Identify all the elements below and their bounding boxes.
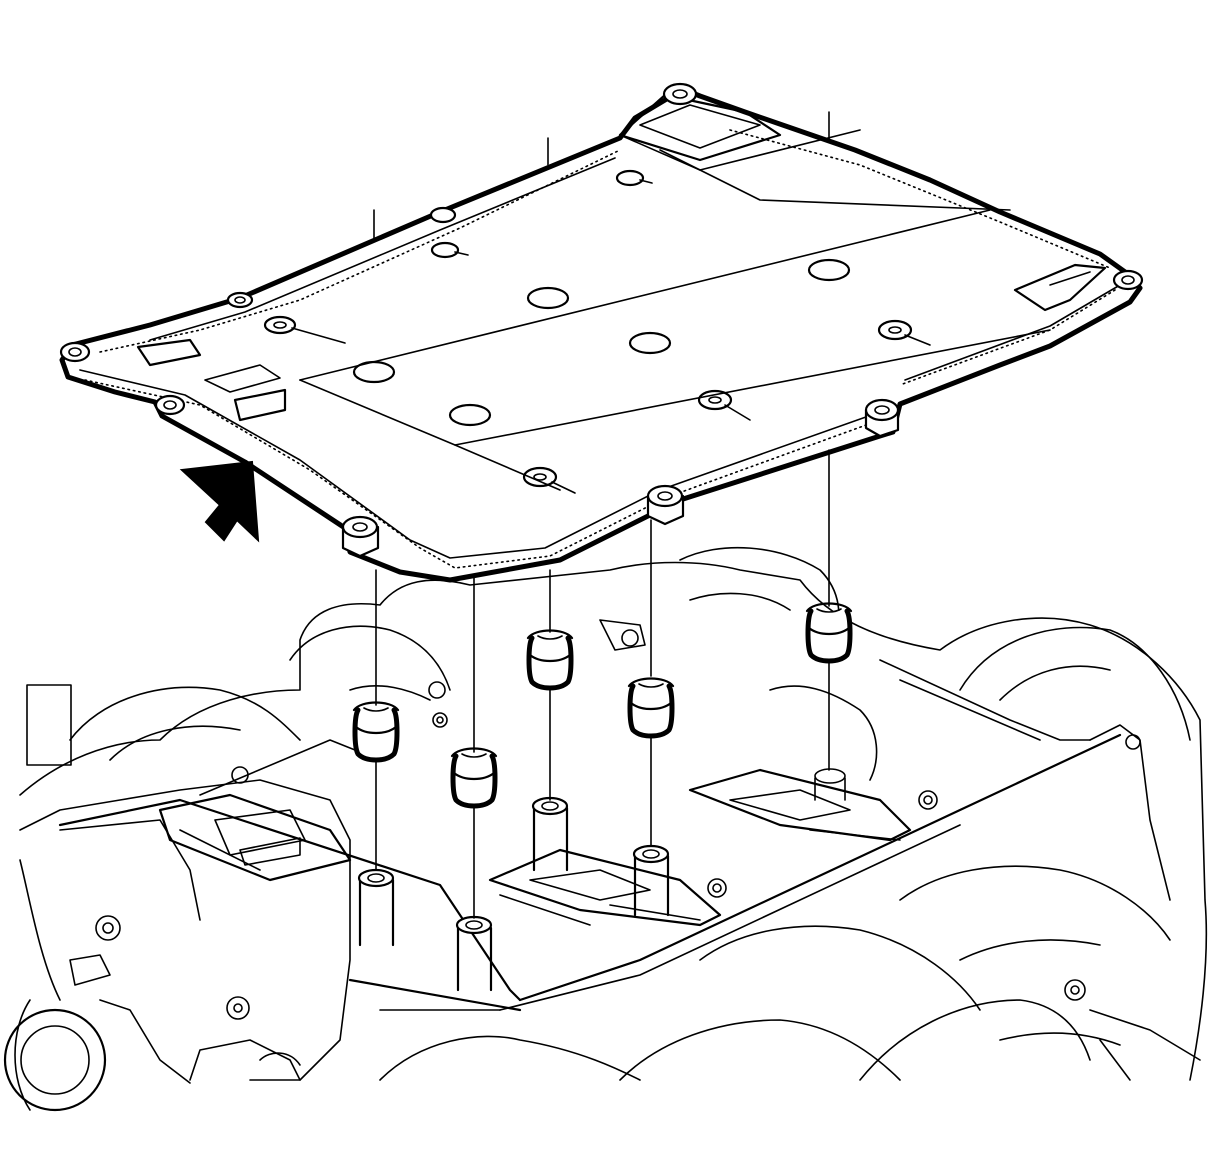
keyhole-slot-2 <box>430 241 469 259</box>
cover-bolt-lug-6 <box>1112 269 1144 291</box>
coil-pack-center <box>488 848 722 927</box>
cover <box>59 82 1144 583</box>
direction-arrow <box>179 460 260 543</box>
keyhole-slot-6 <box>522 466 576 494</box>
keyhole-slot-1 <box>263 315 346 344</box>
bolt-grommet-2 <box>450 747 498 809</box>
keyhole-slot-4 <box>877 319 931 346</box>
bolt-grommet-1 <box>352 701 400 763</box>
cover-bolt-hole-5 <box>807 258 851 282</box>
cover-bolt-lug-2 <box>154 394 186 416</box>
mounting-studs <box>357 768 846 992</box>
bolt-grommet-4 <box>627 677 675 739</box>
coil-pack-right <box>688 768 912 842</box>
keyhole-slot-3 <box>615 169 653 187</box>
cover-bolt-lug-4 <box>429 206 457 224</box>
mounting-stud-4 <box>632 844 670 917</box>
bolt-grommets <box>352 602 853 809</box>
intake-manifold <box>3 546 1208 1112</box>
cover-bolt-lug-7 <box>864 398 900 438</box>
cover-bolt-lug-8 <box>646 484 685 526</box>
cover-bolt-hole-2 <box>448 403 492 427</box>
cover-bolt-lug-1 <box>59 341 91 363</box>
cover-bolt-lug-5 <box>662 82 698 106</box>
cover-bolt-hole-3 <box>526 286 570 310</box>
keyhole-slot-5 <box>697 389 751 421</box>
cover-bolt-hole-4 <box>628 331 672 355</box>
coil-pack-left <box>158 793 352 882</box>
cover-bolt-lug-3 <box>226 291 254 309</box>
bolt-grommet-5 <box>805 602 853 664</box>
bolt-grommet-3 <box>526 629 574 691</box>
cover-bolt-lug-9 <box>341 515 380 558</box>
cover-bolt-hole-1 <box>352 360 396 384</box>
mounting-stud-5 <box>814 768 846 801</box>
mounting-stud-1 <box>357 868 395 947</box>
